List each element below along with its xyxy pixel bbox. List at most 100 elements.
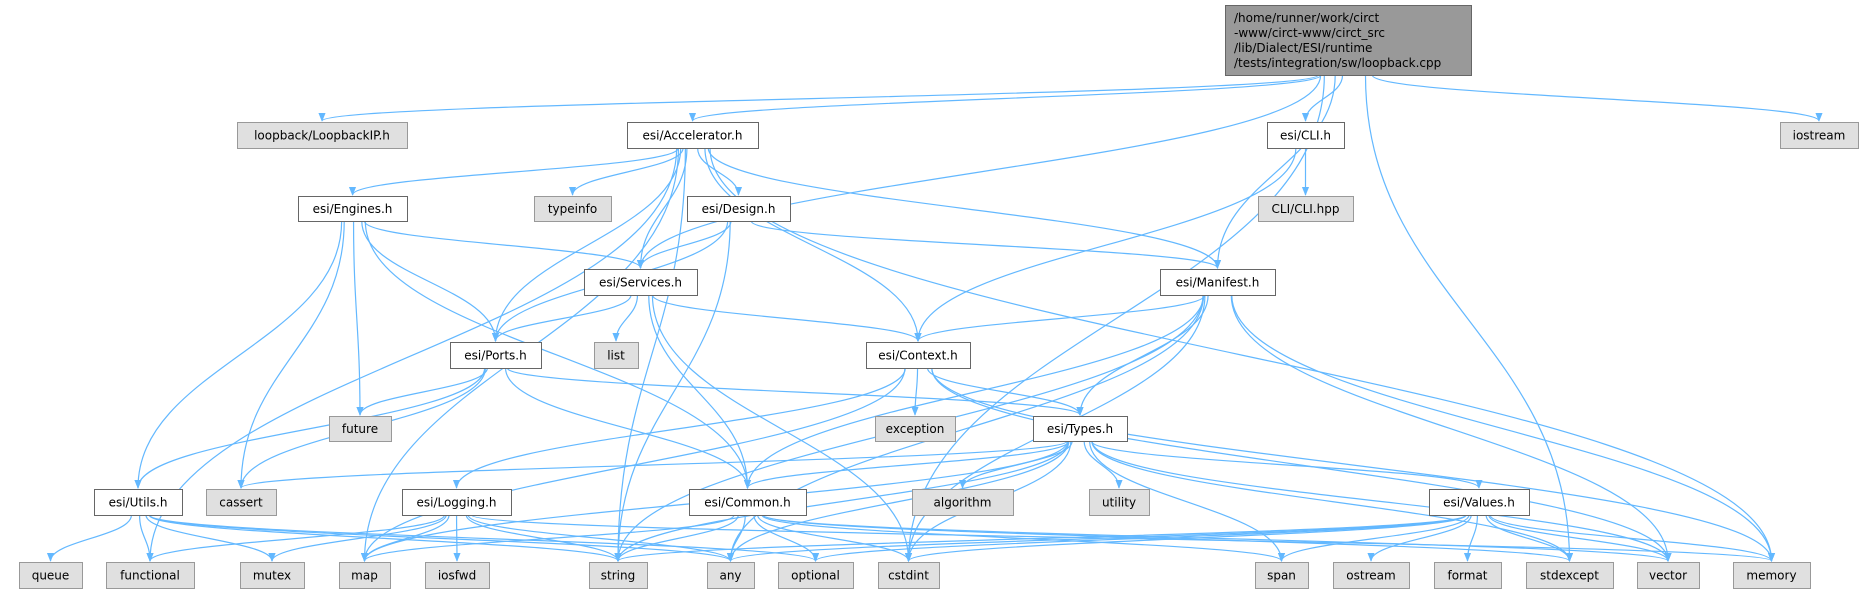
node-any[interactable]: any [707, 562, 755, 589]
node-memory[interactable]: memory [1733, 562, 1811, 589]
node-label: algorithm [934, 496, 992, 510]
node-types[interactable]: esi/Types.h [1033, 416, 1128, 442]
edge-common-to-map [361, 514, 735, 562]
node-box [1255, 562, 1309, 589]
node-design[interactable]: esi/Design.h [687, 196, 791, 222]
node-label: esi/Accelerator.h [643, 129, 743, 143]
node-box [1160, 269, 1276, 296]
node-loopbackip[interactable]: loopback/LoopbackIP.h [237, 122, 408, 149]
node-utility[interactable]: utility [1089, 489, 1150, 516]
node-label: optional [791, 569, 840, 583]
edge-engines-to-common [364, 220, 752, 489]
node-box [878, 562, 940, 589]
node-label: /lib/Dialect/ESI/runtime [1234, 41, 1372, 55]
node-exception[interactable]: exception [875, 416, 956, 442]
edge-engines-to-cassert [237, 220, 345, 489]
node-label: esi/Ports.h [464, 349, 526, 363]
node-clihpp[interactable]: CLI/CLI.hpp [1258, 196, 1354, 222]
node-label: list [607, 349, 625, 363]
node-iosfwd[interactable]: iosfwd [425, 562, 490, 589]
edge-values-to-string [614, 514, 1467, 562]
node-engines[interactable]: esi/Engines.h [298, 196, 408, 222]
node-box [584, 269, 698, 296]
edge-logging-to-functional [146, 514, 446, 562]
node-string[interactable]: string [589, 562, 648, 589]
node-common[interactable]: esi/Common.h [689, 489, 807, 516]
node-box [1780, 122, 1859, 149]
node-cstdint[interactable]: cstdint [878, 562, 940, 589]
node-box [1333, 562, 1410, 589]
node-context[interactable]: esi/Context.h [866, 342, 971, 369]
node-queue[interactable]: queue [19, 562, 83, 589]
edge-common-to-cstdint [757, 514, 913, 562]
node-box [402, 489, 512, 516]
node-label: ostream [1346, 569, 1395, 583]
edge-context-to-exception [911, 367, 919, 416]
node-list[interactable]: list [594, 342, 639, 369]
node-accelerator[interactable]: esi/Accelerator.h [627, 122, 759, 149]
edge-ports-to-types [506, 367, 1084, 416]
edge-manifest-to-vector [1230, 294, 1672, 562]
node-box [206, 489, 277, 516]
node-utils[interactable]: esi/Utils.h [94, 489, 183, 516]
node-optional[interactable]: optional [778, 562, 854, 589]
node-box [866, 342, 971, 369]
node-map[interactable]: map [339, 562, 391, 589]
node-box [1637, 562, 1700, 589]
node-box [707, 562, 755, 589]
edge-services-to-ports [491, 294, 632, 342]
node-label: esi/CLI.h [1280, 129, 1331, 143]
node-box [689, 489, 807, 516]
node-label: cstdint [888, 569, 929, 583]
node-logging[interactable]: esi/Logging.h [402, 489, 512, 516]
node-label: queue [32, 569, 70, 583]
node-vector[interactable]: vector [1637, 562, 1700, 589]
node-values[interactable]: esi/Values.h [1429, 489, 1530, 516]
node-label: loopback/LoopbackIP.h [254, 129, 390, 143]
node-box [1429, 489, 1530, 516]
node-cli[interactable]: esi/CLI.h [1267, 122, 1345, 149]
node-ports[interactable]: esi/Ports.h [450, 342, 542, 369]
edge-engines-to-utils [134, 220, 343, 489]
node-functional[interactable]: functional [106, 562, 195, 589]
node-label: esi/Common.h [704, 496, 790, 510]
node-span[interactable]: span [1255, 562, 1309, 589]
edge-common-to-span [761, 514, 1285, 562]
node-label: esi/Types.h [1047, 422, 1113, 436]
node-future[interactable]: future [329, 416, 392, 442]
edge-manifest-to-memory [1231, 294, 1776, 562]
edge-types-to-common [744, 440, 1070, 489]
node-box [687, 196, 791, 222]
edge-context-to-vector [931, 367, 1672, 562]
node-services[interactable]: esi/Services.h [584, 269, 698, 296]
node-box [237, 122, 408, 149]
node-root[interactable]: /home/runner/work/circt-www/circt-www/ci… [1225, 5, 1472, 76]
edge-utils-to-queue [46, 514, 133, 562]
edge-values-to-ostream [1367, 514, 1472, 562]
edge-common-to-vector [762, 514, 1672, 562]
node-box [339, 562, 391, 589]
node-box [1258, 196, 1354, 222]
edge-design-to-services [636, 220, 732, 269]
node-label: cassert [219, 496, 263, 510]
node-typeinfo[interactable]: typeinfo [534, 196, 612, 222]
node-ostream[interactable]: ostream [1333, 562, 1410, 589]
node-stdexcept[interactable]: stdexcept [1526, 562, 1614, 589]
node-algorithm[interactable]: algorithm [912, 489, 1014, 516]
node-format[interactable]: format [1434, 562, 1502, 589]
edge-root-to-cstdint [904, 74, 1325, 562]
edge-utils-to-mutex [145, 514, 276, 562]
node-mutex[interactable]: mutex [240, 562, 305, 589]
node-cassert[interactable]: cassert [206, 489, 277, 516]
node-box [425, 562, 490, 589]
edge-engines-to-ports [361, 220, 500, 342]
edge-services-to-context [651, 294, 922, 342]
node-manifest[interactable]: esi/Manifest.h [1160, 269, 1276, 296]
edges [46, 74, 1823, 562]
node-label: esi/Values.h [1443, 496, 1515, 510]
edge-values-to-memory [1489, 514, 1775, 562]
node-iostream[interactable]: iostream [1780, 122, 1859, 149]
edge-common-to-stdexcept [762, 514, 1573, 562]
node-label: esi/Services.h [599, 276, 682, 290]
node-label: functional [120, 569, 180, 583]
